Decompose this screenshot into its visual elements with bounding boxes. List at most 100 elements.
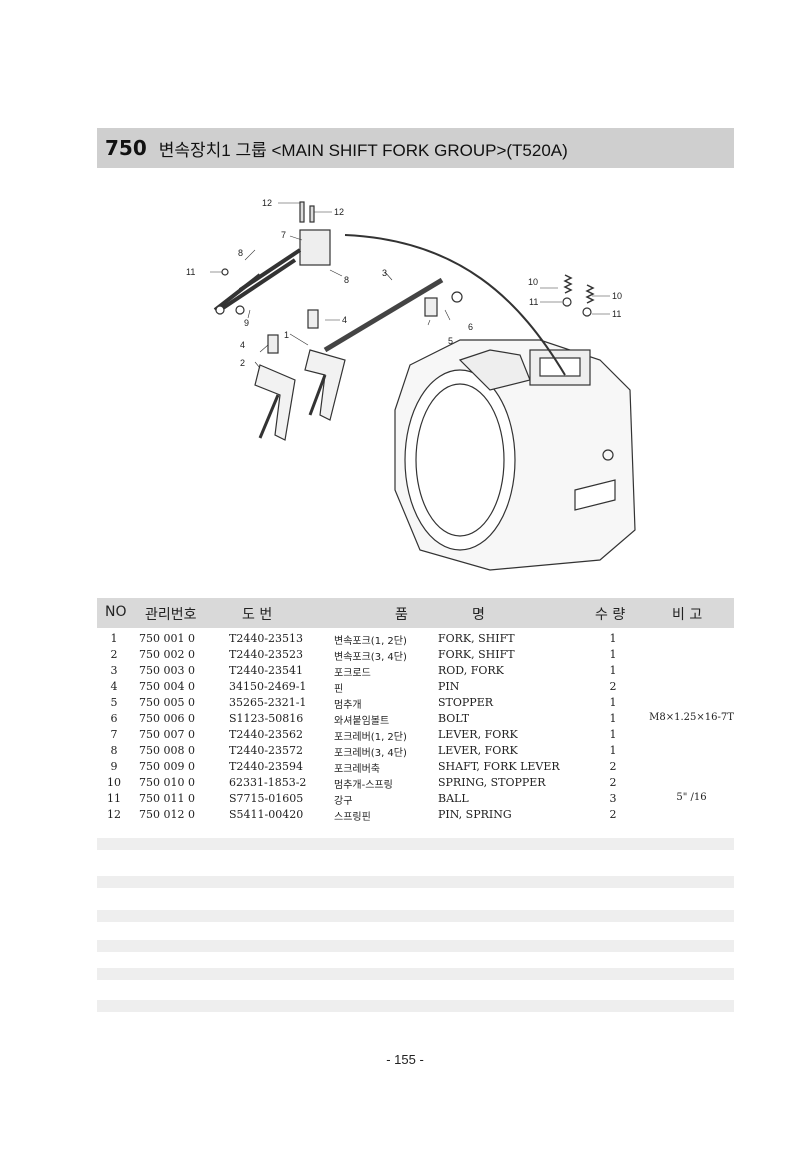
- pin: [307, 309, 319, 329]
- cell-korean-name: 와셔붙임볼트: [334, 716, 390, 727]
- cell-part-number: 62331-1853-2: [229, 776, 307, 789]
- table-row: 4 750 004 0 34150-2469-1 핀 PIN 2: [97, 679, 734, 695]
- cell-part-number: T2440-23523: [229, 648, 304, 661]
- cell-part-number: T2440-23513: [229, 632, 304, 645]
- empty-form-line: [97, 910, 734, 922]
- table-row: 7 750 007 0 T2440-23562 포크레버(1, 2단) LEVE…: [97, 727, 734, 743]
- stopper: [424, 297, 438, 317]
- cell-code: 750 005 0: [139, 696, 195, 709]
- fork-rod: [323, 277, 444, 353]
- callout-label: 8: [238, 248, 243, 258]
- callout-label: 10: [528, 277, 538, 287]
- cell-no: 8: [110, 744, 118, 757]
- cell-code: 750 011 0: [139, 792, 195, 805]
- cell-remark: 5" /16: [676, 792, 707, 803]
- table-row: 2 750 002 0 T2440-23523 변속포크(3, 4단) FORK…: [97, 647, 734, 663]
- stopper-spring: [563, 274, 573, 294]
- cell-no: 3: [110, 664, 118, 677]
- cell-code: 750 003 0: [139, 664, 195, 677]
- cell-qty: 1: [609, 664, 617, 677]
- cell-code: 750 008 0: [139, 744, 195, 757]
- callout-label: 2: [240, 358, 245, 368]
- header-name-2: 명: [472, 607, 485, 623]
- parts-table-body: 1 750 001 0 T2440-23513 변속포크(1, 2단) FORK…: [97, 631, 734, 823]
- cell-no: 10: [107, 776, 121, 789]
- cell-qty: 1: [609, 712, 617, 725]
- empty-form-line: [97, 876, 734, 888]
- callout-label: 12: [334, 207, 344, 217]
- cell-korean-name: 포크레버(3, 4단): [334, 748, 407, 759]
- diagram-callouts: 12 12 7 8 11 8 3 10 10 11 11 9 4 6 5 1 4…: [186, 198, 622, 368]
- cell-korean-name: 포크레버(1, 2단): [334, 732, 407, 743]
- cell-english-name: FORK, SHIFT: [438, 632, 515, 645]
- cell-part-number: S5411-00420: [229, 808, 304, 821]
- cell-no: 7: [110, 728, 118, 741]
- cell-part-number: S7715-01605: [229, 792, 304, 805]
- cell-code: 750 002 0: [139, 648, 195, 661]
- cell-no: 1: [110, 632, 118, 645]
- cell-korean-name: 포크레버축: [334, 764, 380, 775]
- cell-korean-name: 변속포크(3, 4단): [334, 652, 407, 663]
- cell-part-number: T2440-23541: [229, 664, 304, 677]
- cell-code: 750 006 0: [139, 712, 195, 725]
- cell-no: 11: [107, 792, 121, 805]
- cell-no: 6: [110, 712, 118, 725]
- empty-form-line: [97, 838, 734, 850]
- cell-qty: 1: [609, 696, 617, 709]
- cell-code: 750 009 0: [139, 760, 195, 773]
- callout-label: 4: [342, 315, 347, 325]
- cell-english-name: BALL: [438, 792, 469, 805]
- cell-english-name: ROD, FORK: [438, 664, 504, 677]
- exploded-parts-diagram: 12 12 7 8 11 8 3 10 10 11 11 9 4 6 5 1 4…: [186, 198, 636, 571]
- cell-qty: 2: [609, 760, 617, 773]
- cell-no: 4: [110, 680, 118, 693]
- table-row: 1 750 001 0 T2440-23513 변속포크(1, 2단) FORK…: [97, 631, 734, 647]
- header-code: 관리번호: [145, 607, 197, 623]
- table-row: 10 750 010 0 62331-1853-2 멈추개-스프링 SPRING…: [97, 775, 734, 791]
- callout-label: 9: [244, 318, 249, 328]
- cell-part-number: S1123-50816: [229, 712, 304, 725]
- cell-code: 750 004 0: [139, 680, 195, 693]
- empty-form-line: [97, 1000, 734, 1012]
- table-row: 12 750 012 0 S5411-00420 스프링핀 PIN, SPRIN…: [97, 807, 734, 823]
- callout-label: 12: [262, 198, 272, 208]
- cell-korean-name: 핀: [334, 684, 344, 695]
- cell-remark: M8×1.25×16-7T: [649, 712, 734, 723]
- header-no: NO: [105, 604, 127, 620]
- cell-english-name: PIN, SPRING: [438, 808, 512, 821]
- parts-table-header: NO 관리번호 도 번 품 명 수 량 비 고: [97, 598, 734, 628]
- cell-qty: 3: [609, 792, 617, 805]
- cell-no: 2: [110, 648, 118, 661]
- cell-part-number: T2440-23562: [229, 728, 304, 741]
- cell-korean-name: 멈추개: [334, 700, 362, 711]
- cell-qty: 2: [609, 808, 617, 821]
- cell-qty: 2: [609, 776, 617, 789]
- cell-part-number: 35265-2321-1: [229, 696, 307, 709]
- callout-label: 7: [281, 230, 286, 240]
- cell-qty: 1: [609, 632, 617, 645]
- header-part: 도 번: [242, 607, 273, 623]
- cell-qty: 1: [609, 648, 617, 661]
- header-remark: 비 고: [672, 607, 703, 623]
- cell-korean-name: 강구: [334, 796, 353, 807]
- table-row: 3 750 003 0 T2440-23541 포크로드 ROD, FORK 1: [97, 663, 734, 679]
- title-bar: 750 변속장치1 그룹 <MAIN SHIFT FORK GROUP>(T52…: [97, 128, 734, 168]
- cell-english-name: STOPPER: [438, 696, 494, 709]
- empty-form-line: [97, 940, 734, 952]
- table-row: 9 750 009 0 T2440-23594 포크레버축 SHAFT, FOR…: [97, 759, 734, 775]
- cell-english-name: SPRING, STOPPER: [438, 776, 546, 789]
- cell-qty: 2: [609, 680, 617, 693]
- callout-label: 8: [344, 275, 349, 285]
- cell-code: 750 012 0: [139, 808, 195, 821]
- cell-no: 9: [110, 760, 118, 773]
- cell-qty: 1: [609, 728, 617, 741]
- cell-english-name: SHAFT, FORK LEVER: [438, 760, 560, 773]
- callout-label: 6: [468, 322, 473, 332]
- callout-label: 1: [284, 330, 289, 340]
- cell-english-name: FORK, SHIFT: [438, 648, 515, 661]
- ball: [562, 297, 572, 307]
- cell-part-number: T2440-23594: [229, 760, 304, 773]
- callout-label: 4: [240, 340, 245, 350]
- callout-label: 5: [448, 336, 453, 346]
- cell-korean-name: 스프링핀: [334, 812, 371, 823]
